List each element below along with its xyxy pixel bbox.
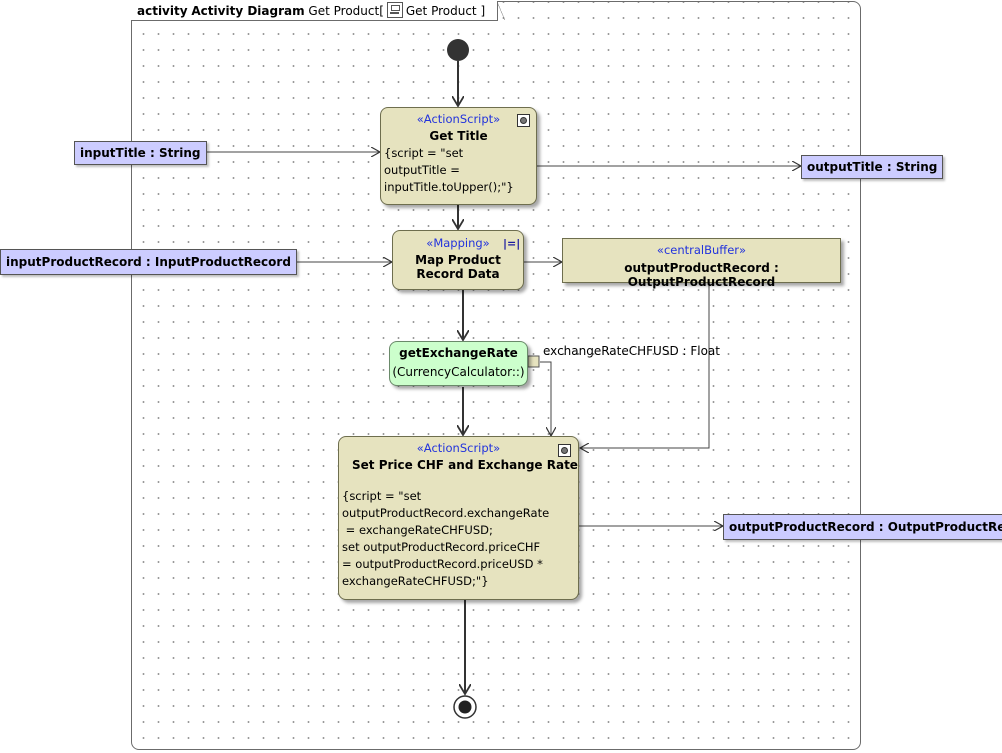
frame-ref-name: Get Product [405, 4, 477, 18]
initial-node[interactable] [447, 39, 469, 61]
final-node-inner [458, 700, 472, 714]
action-script-icon [558, 444, 571, 457]
param-output-product[interactable]: outputProductRecord : OutputProductRecor… [723, 514, 1002, 540]
rate-output-label: exchangeRateCHFUSD : Float [543, 344, 720, 358]
diagram-icon [386, 2, 403, 18]
rate-output-pin[interactable] [527, 355, 540, 368]
get-title-stereotype: «ActionScript» [416, 112, 501, 126]
mapping-icon: |=| [503, 237, 521, 250]
param-output-title[interactable]: outputTitle : String [801, 155, 944, 179]
action-map-record[interactable]: «Mapping» Map Product Record Data |=| [392, 230, 524, 290]
object-flow-buffer-to-price[interactable] [580, 283, 710, 448]
get-title-name: Get Title [429, 129, 488, 143]
central-buffer-node[interactable]: «centralBuffer» outputProductRecord : Ou… [562, 238, 841, 289]
bracket-close: ] [480, 4, 486, 18]
call-get-exchange-rate[interactable]: getExchangeRate (CurrencyCalculator::) [389, 341, 528, 386]
action-set-price[interactable]: «ActionScript» Set Price CHF and Exchang… [338, 436, 579, 600]
set-price-name: Set Price CHF and Exchange Rate [352, 458, 578, 472]
param-input-title[interactable]: inputTitle : String [74, 141, 207, 165]
map-record-name-line1: Map Product [415, 253, 501, 267]
object-flow-rate-to-price[interactable] [540, 361, 551, 436]
get-title-body: {script = "set outputTitle = inputTitle.… [384, 146, 514, 194]
action-get-title[interactable]: «ActionScript» Get Title {script = "set … [380, 107, 537, 205]
param-input-product[interactable]: inputProductRecord : InputProductRecord [0, 249, 297, 275]
central-buffer-stereotype: «centralBuffer» [656, 243, 747, 257]
frame-header: activity Activity Diagram Get Product[Ge… [131, 1, 506, 21]
set-price-stereotype: «ActionScript» [416, 441, 501, 455]
map-record-name-line2: Record Data [416, 267, 500, 281]
get-rate-owner: (CurrencyCalculator::) [392, 365, 525, 379]
get-rate-name: getExchangeRate [399, 346, 518, 360]
frame-name: Activity Diagram [191, 4, 305, 18]
set-price-body: {script = "set outputProductRecord.excha… [342, 489, 550, 588]
frame-keyword: activity [137, 4, 188, 18]
frame-subject: Get Product [308, 4, 380, 18]
action-script-icon [517, 114, 530, 127]
map-record-stereotype: «Mapping» [426, 236, 490, 250]
central-buffer-name: outputProductRecord : OutputProductRecor… [624, 261, 779, 289]
bracket-open: [ [379, 4, 384, 18]
